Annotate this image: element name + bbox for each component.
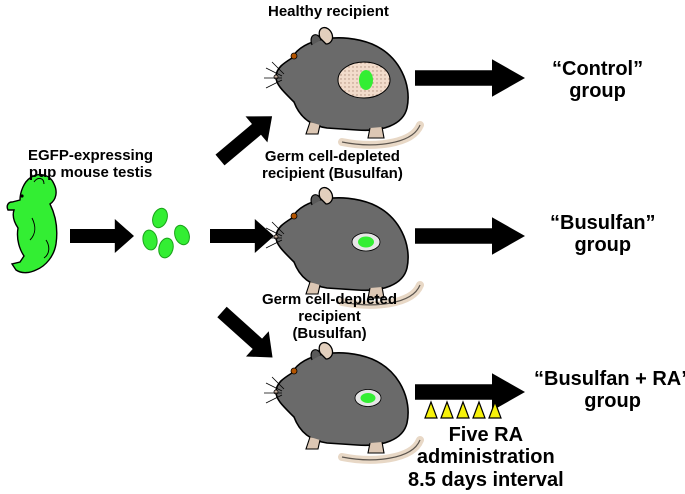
cell-cluster-icon [142,207,190,259]
mouse-icon [264,188,420,305]
ra-dose-marker-icon [456,400,470,419]
arrow-icon [415,59,525,97]
recipient-label-healthy: Healthy recipient [268,3,389,20]
mouse-icon [264,28,420,145]
ra-dose-marker-icon [440,400,454,419]
ra-dose-marker-icon [472,400,486,419]
mouse-icon [264,343,420,460]
group-label-busulfan-ra: “Busulfan + RA”group [534,368,685,413]
ra-dose-marker-icon [488,400,502,419]
pup-mouse-icon [6,173,58,274]
group-label-control: “Control”group [552,58,644,103]
arrow-icon [70,219,134,253]
ra-dose-marker-icon [424,400,438,419]
arrow-icon [210,219,274,253]
group-label-busulfan: “Busulfan”group [550,212,656,257]
arrow-icon [415,217,525,255]
ra-dose-markers [424,400,502,419]
